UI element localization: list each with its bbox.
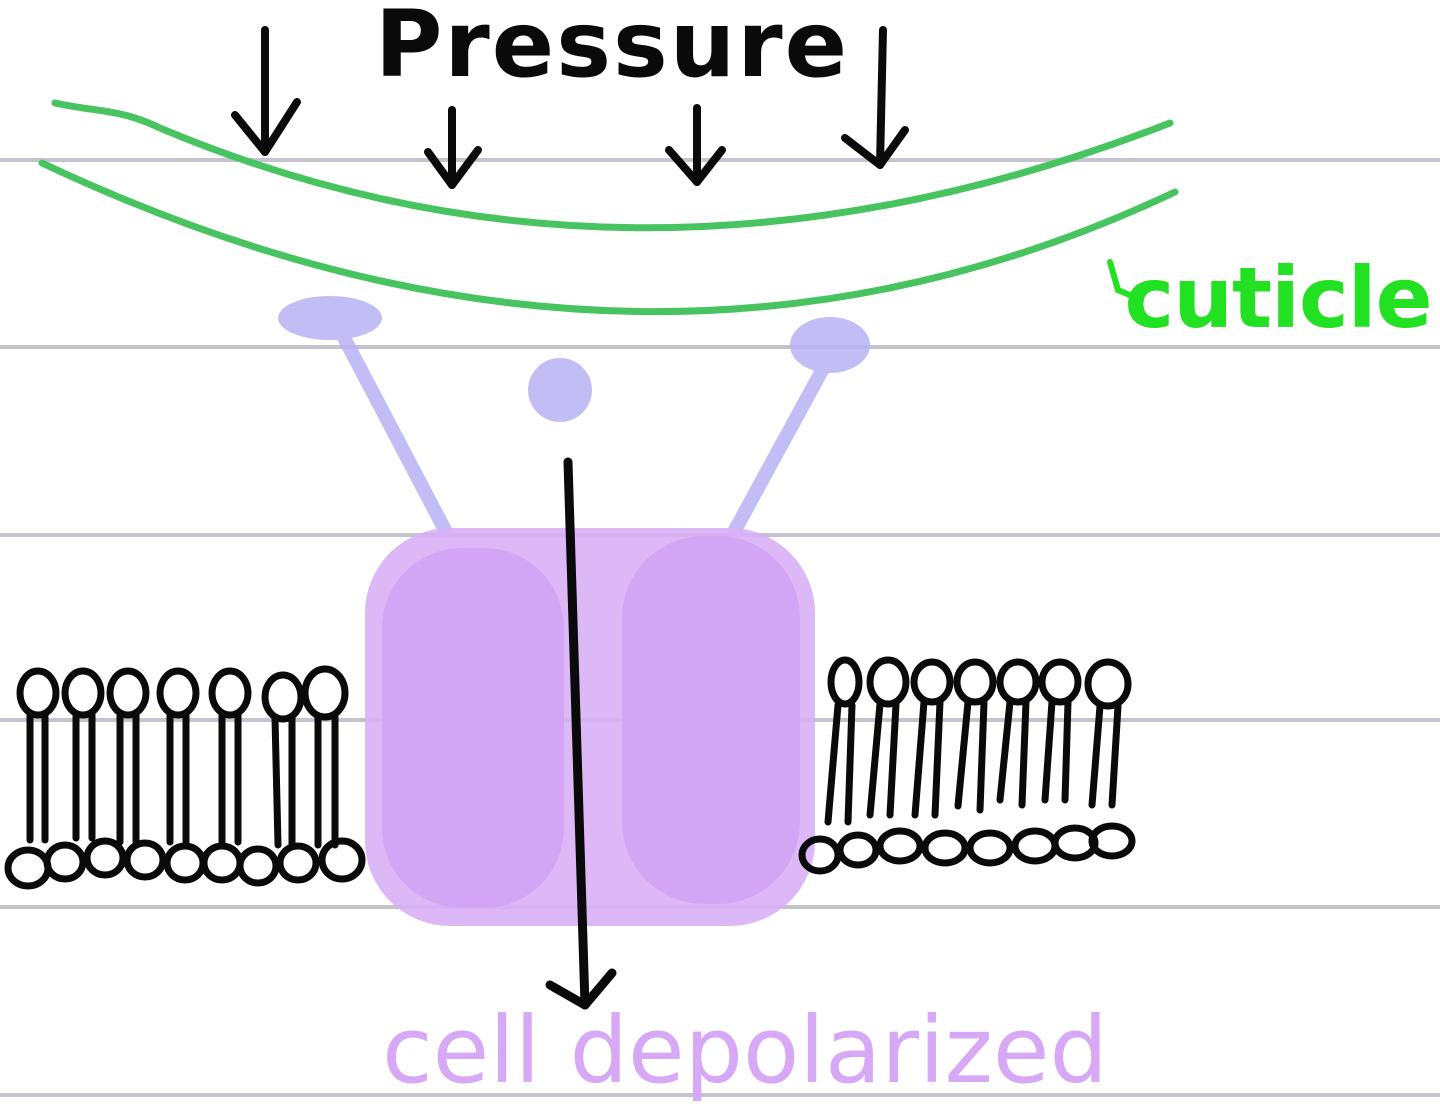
cuticle — [38, 99, 1179, 316]
tether-strand-right — [728, 358, 832, 537]
lipid-bilayer-right — [798, 656, 1136, 875]
result-label: cell depolarized — [382, 997, 1108, 1104]
down-arrow-icon — [424, 106, 482, 189]
cuticle-outer-edge — [51, 99, 1174, 232]
tether-anchor-right — [790, 317, 870, 373]
lipid-heads-top — [16, 665, 349, 723]
channel-subunit-right — [622, 536, 800, 904]
lipid-tails — [26, 710, 339, 849]
down-arrow-icon — [545, 457, 617, 1010]
down-arrow-icon — [841, 26, 909, 169]
tether-proteins — [278, 296, 870, 537]
channel-subunit-left — [382, 548, 564, 908]
cuticle-inner-edge — [38, 159, 1179, 316]
tether-anchor-left — [278, 296, 382, 340]
cuticle-label: cuticle — [1124, 249, 1431, 347]
tether-strand-left — [333, 323, 452, 537]
pressure-label: Pressure — [375, 0, 849, 98]
down-arrow-icon — [231, 26, 301, 156]
lipid-heads-bottom — [798, 822, 1136, 875]
lipid-heads-top — [827, 656, 1132, 710]
ion-channel — [365, 528, 815, 926]
cuticle-label-tick — [1107, 259, 1135, 299]
down-arrow-icon — [665, 104, 726, 186]
lipid-bilayer-left — [4, 665, 366, 890]
lipid-heads-bottom — [4, 837, 366, 890]
lipid-tails — [824, 698, 1122, 826]
pressure-arrows — [231, 26, 909, 189]
ion — [528, 358, 592, 422]
